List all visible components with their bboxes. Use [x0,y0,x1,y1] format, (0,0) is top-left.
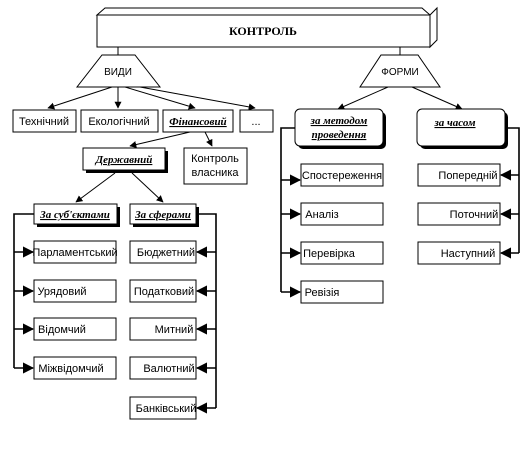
svg-text:власника: власника [191,167,239,179]
kinds-label: ВИДИ [104,67,132,78]
kinds-group: ВИДИ [75,54,162,88]
subject-item: Парламентський [14,240,118,264]
svg-text:Контроль: Контроль [191,153,239,165]
svg-text:за методом: за методом [310,115,368,127]
svg-text:За сферами: За сферами [134,209,191,221]
time-item: Поточний [417,202,519,226]
method-item: Спостереження [281,163,384,187]
forms-label: ФОРМИ [381,67,418,78]
kind-ecological: Екологічний [80,109,159,133]
svg-text:Технічний: Технічний [19,116,69,128]
financial-state: Державний [82,147,168,173]
svg-text:Митний: Митний [155,324,194,336]
forms-group: ФОРМИ [359,54,441,88]
svg-text:Фінансовий: Фінансовий [169,116,226,128]
svg-text:проведення: проведення [312,129,367,141]
kind-financial: Фінансовий [162,109,234,133]
financial-owner: Контроль власника [183,147,248,185]
sphere-item: Податковий [129,279,216,303]
sphere-item: Бюджетний [129,240,216,264]
method-item: Ревізія [281,280,384,304]
root-box: КОНТРОЛЬ [95,6,438,49]
svg-text:Наступний: Наступний [441,248,496,260]
forms-by-time: за часом [416,108,508,149]
svg-text:Валютний: Валютний [143,363,194,375]
forms-by-method: за методом проведення [294,108,386,149]
root-title: КОНТРОЛЬ [229,24,297,38]
state-by-spheres: За сферами [129,203,199,227]
svg-text:Ревізія: Ревізія [305,287,340,299]
svg-text:Поточний: Поточний [450,209,499,221]
svg-text:...: ... [251,116,260,128]
state-by-subjects: За суб'єктами [33,203,120,227]
svg-text:за часом: за часом [433,117,476,129]
time-item: Наступний [417,241,519,265]
svg-text:Податковий: Податковий [134,286,194,298]
svg-text:За суб'єктами: За суб'єктами [39,209,110,221]
sphere-item: Валютний [129,356,216,380]
spheres-list: Бюджетний Податковий Митний Валютний Бан… [129,240,216,420]
subject-item: Міжвідомчий [14,356,117,380]
svg-text:Урядовий: Урядовий [37,286,86,298]
times-list: Попередній Поточний Наступний [417,163,519,265]
sphere-item: Банківський [129,396,216,420]
subjects-list: Парламентський Урядовий Відомчий Міжвідо… [14,240,118,380]
svg-text:Аналіз: Аналіз [305,209,338,221]
svg-text:Екологічний: Екологічний [88,116,149,128]
subject-item: Урядовий [14,279,117,303]
svg-text:Державний: Державний [95,154,153,166]
svg-text:Перевірка: Перевірка [303,248,356,260]
methods-list: Спостереження Аналіз Перевірка Ревізія [281,163,384,304]
time-item: Попередній [417,163,519,187]
kind-technical: Технічний [12,109,77,133]
svg-text:Попередній: Попередній [438,170,497,182]
svg-text:Міжвідомчий: Міжвідомчий [38,363,103,375]
svg-text:Спостереження: Спостереження [302,170,382,182]
sphere-item: Митний [129,317,216,341]
svg-text:Відомчий: Відомчий [38,324,86,336]
method-item: Перевірка [281,241,384,265]
subject-item: Відомчий [14,317,117,341]
svg-text:Парламентський: Парламентський [32,247,117,259]
method-item: Аналіз [281,202,384,226]
kind-other: ... [239,109,274,133]
svg-text:Бюджетний: Бюджетний [137,247,195,259]
svg-text:Банківський: Банківський [136,403,197,415]
